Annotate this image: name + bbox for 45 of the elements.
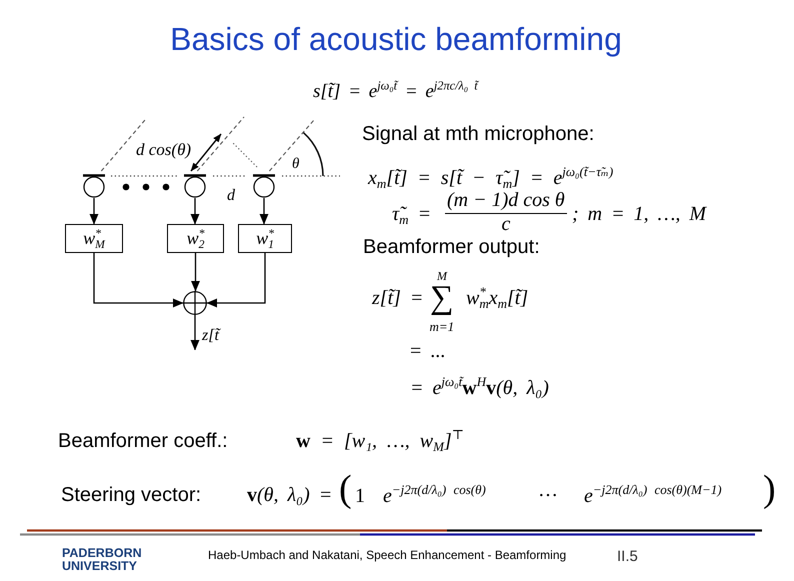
footer-citation: Haeb-Umbach and Nakatani, Speech Enhancement - Beamforming	[208, 549, 566, 563]
arrow	[191, 253, 200, 292]
arrow	[260, 198, 268, 224]
slide-title: Basics of acoustic beamforming	[170, 21, 622, 58]
section-heading: Signal at mth microphone:	[362, 123, 594, 146]
arrow	[93, 253, 184, 308]
parenthesis: (	[339, 468, 352, 512]
page-number: II.5	[617, 548, 638, 566]
microphone-symbol	[184, 174, 206, 198]
formula: ; m = 1, …, M	[572, 203, 706, 226]
fraction-numerator: (m − 1)d cos θ	[445, 189, 567, 214]
angle-label: θ	[292, 156, 300, 174]
formula: e$^{−j2π(d/λ₀) cos(θ)(M−1)}$	[584, 485, 722, 508]
sum-lower-limit: m=1	[430, 320, 454, 335]
edge-label: z[t̃	[201, 327, 220, 346]
parenthesis: )	[763, 468, 776, 512]
formula: = e$^{jω₀t̃}$w$^{H}$v(θ, λ₀)	[410, 377, 549, 400]
formula: w$^{*}$$_{m}$x$_{m}$[t̃]	[466, 287, 528, 310]
weight-box	[167, 224, 224, 253]
formula: …	[538, 479, 558, 502]
formula: e$^{−j2π(d/λ₀) cos(θ)}$	[383, 485, 486, 508]
arrow	[90, 198, 98, 224]
row-label: Steering vector:	[61, 484, 202, 507]
formula: = ...	[410, 340, 446, 363]
summing-junction	[183, 291, 207, 315]
fraction-denominator: c	[502, 214, 510, 234]
row-label: Beamformer coeff.:	[58, 430, 228, 453]
microphone-symbol	[253, 174, 275, 198]
arrow	[206, 253, 266, 308]
arrow	[190, 315, 200, 350]
formula: s[t̃] = e$^{jω₀t̃}$ = e$^{j2πc/λ₀ t̃}$	[313, 81, 478, 103]
university-name: PADERBORN UNIVERSITY	[62, 547, 143, 574]
weight-box	[238, 224, 292, 253]
formula: τ̃$_{m}$ =	[392, 203, 432, 226]
section-heading: Beamformer output:	[363, 236, 540, 259]
dimension-label: d cos(θ)	[136, 140, 192, 160]
arrow	[190, 198, 200, 224]
weight-box	[65, 224, 123, 253]
formula: 1	[355, 485, 365, 508]
microphone-symbol	[83, 174, 105, 198]
spacing-label: d	[227, 187, 235, 206]
formula: x$_{m}$[t̃] = s[t̃ − τ̃$_{m}$] = e$^{jω₀(t̃−τ̃ₘ)}$	[368, 167, 614, 190]
formula: z[t̃] =	[372, 287, 424, 310]
formula: v(θ, λ₀) =	[247, 484, 332, 507]
formula: w = [w₁, …, w$_{M}$]$^{⊤}$	[296, 430, 464, 453]
